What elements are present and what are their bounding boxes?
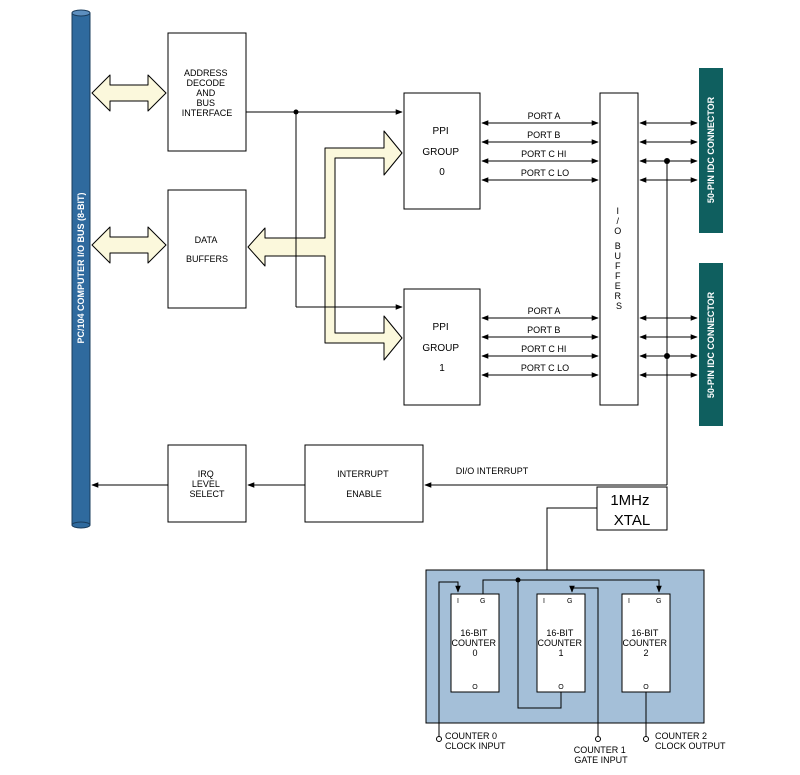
counter-0-label: 16-BIT COUNTER 0 [451,628,498,658]
svg-text:I: I [628,598,630,605]
counter-pin-labels: I G O I G O I G O [457,598,661,691]
internal-data-bus-arrow [247,130,403,361]
svg-text:I: I [543,598,545,605]
counter-2-block [621,593,671,693]
xtal-clock-line [544,507,597,593]
ppi-group-1-block [403,288,481,406]
address-bus-double-arrow [91,74,167,112]
ppi-group-1-port-labels: PORT A PORT B PORT C HI PORT C LO [521,306,569,373]
ppi-group-1-label: PPI GROUP 1 [422,322,461,374]
counter-2-label: 16-BIT COUNTER 2 [622,628,669,658]
address-lines [246,109,403,310]
svg-text:O: O [643,684,649,691]
pc104-bus-label: PC/104 COMPUTER I/O BUS (8-BIT) [76,192,86,343]
counter-0-clock-input-label: COUNTER 0 CLOCK INPUT [445,731,506,751]
io-buffers-label: I / O B U F F E R S [614,206,624,311]
xtal-label: 1MHz XTAL [610,492,653,529]
svg-text:I: I [457,598,459,605]
dio-interrupt-label: DI/O INTERRUPT [456,466,529,476]
connector-lines [639,120,698,378]
counter-wiring [436,577,662,742]
svg-text:G: G [480,598,485,605]
svg-text:O: O [558,684,564,691]
data-buffers-label: DATA BUFFERS [186,235,228,264]
address-decode-label: ADDRESS DECODE AND BUS INTERFACE [182,68,233,118]
ppi-group-0-port-labels: PORT A PORT B PORT C HI PORT C LO [521,111,569,178]
counter-0-block [450,593,500,693]
data-buffers-block [167,189,247,309]
svg-text:G: G [656,598,661,605]
idc-connector-1-label: 50-PIN IDC CONNECTOR [706,291,716,398]
svg-text:G: G [567,598,572,605]
counter-1-gate-input-label: COUNTER 1 GATE INPUT [574,745,629,765]
ppi-group-0-block [403,92,481,210]
idc-connector-0 [699,68,723,233]
ppi-group-1-port-lines [481,315,599,378]
idc-connector-1 [699,263,723,426]
ppi-group-0-label: PPI GROUP 0 [422,126,461,178]
interrupt-enable-label: INTERRUPT ENABLE [337,469,391,499]
interrupt-enable-block [304,444,424,523]
interrupt-tap-line [424,158,670,488]
counter-1-label: 16-BIT COUNTER 1 [537,628,584,658]
idc-connector-0-label: 50-PIN IDC CONNECTOR [706,96,716,203]
xtal-block [596,486,668,531]
data-bus-double-arrow [91,226,167,264]
address-decode-block [167,32,247,152]
counter-1-block [536,593,586,693]
svg-text:O: O [472,684,478,691]
irq-level-select-label: IRQ LEVEL SELECT [189,469,225,499]
io-buffers-block [599,92,639,406]
counter-2-clock-output-label: COUNTER 2 CLOCK OUTPUT [655,731,726,751]
ppi-group-0-port-lines [481,120,599,183]
irq-level-select-block [167,444,247,523]
